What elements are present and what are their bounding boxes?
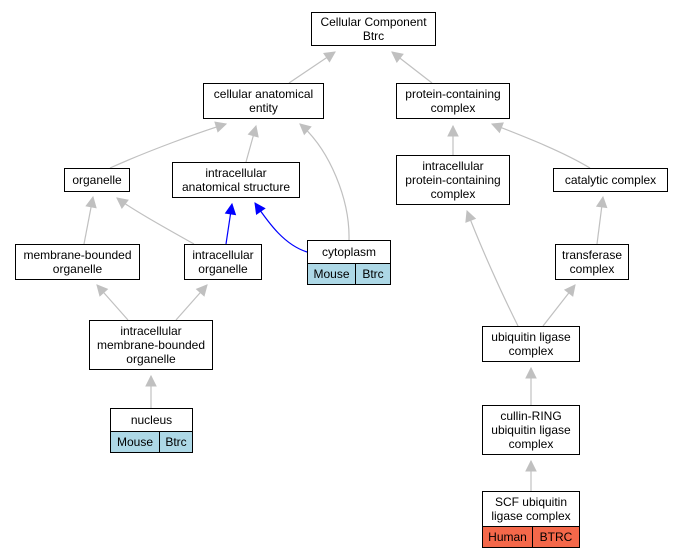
edge-arrowhead [214, 121, 228, 133]
edge-intracellular-membrane-bounded-organelle-to-intracellular-organelle [175, 284, 208, 321]
edge-arrowhead [85, 195, 97, 209]
edge-line [299, 123, 350, 241]
edge-arrowhead [323, 51, 336, 63]
edge-arrowhead [96, 284, 109, 297]
gene-label: BTRC [539, 530, 573, 544]
edge-intracellular-anatomical-structure-to-cellular-anatomical-entity [245, 124, 259, 163]
edge-intracellular-organelle-to-organelle [116, 197, 195, 245]
species-label: Human [488, 530, 527, 544]
node-label: cytoplasm [321, 245, 377, 259]
edge-transferase-complex-to-catalytic-complex [595, 195, 608, 245]
edge-arrowhead [490, 122, 504, 134]
edge-arrowhead [465, 209, 477, 223]
edge-line [466, 210, 519, 327]
node-label: catalytic complex [564, 173, 657, 187]
node-nucleus[interactable]: nucleus [110, 408, 193, 432]
edge-arrowhead [145, 374, 157, 387]
annotation-species-cytoplasm: Mouse [307, 263, 356, 285]
edge-arrowhead [116, 197, 129, 210]
annotation-gene-scf: BTRC [532, 526, 580, 548]
node-label: nucleus [130, 413, 173, 427]
edge-arrowhead [247, 124, 259, 138]
edge-arrowhead [525, 366, 537, 379]
edge-intracellular-membrane-bounded-organelle-to-membrane-bounded-organelle [96, 284, 129, 321]
annotation-species-scf: Human [482, 526, 533, 548]
gene-label: Btrc [362, 267, 384, 281]
edge-ubiquitin-ligase-complex-to-transferase-complex [542, 284, 576, 327]
edge-nucleus-to-intracellular-membrane-bounded-organelle [145, 374, 157, 408]
edge-ubiquitin-ligase-complex-to-intracellular-protein-containing-complex [465, 209, 519, 327]
edge-arrowhead [595, 195, 608, 209]
edge-arrowhead [254, 202, 266, 215]
edge-organelle-to-cellular-anatomical-entity [109, 121, 228, 169]
node-catalytic-complex[interactable]: catalytic complex [553, 168, 668, 192]
edge-intracellular-protein-containing-complex-to-protein-containing-complex [447, 124, 459, 155]
edge-intracellular-organelle-to-intracellular-anatomical-structure [224, 202, 237, 245]
annotation-gene-cytoplasm: Btrc [355, 263, 391, 285]
edge-protein-containing-complex-to-cc-btrc [391, 51, 433, 84]
edge-arrowhead [224, 202, 237, 216]
node-organelle[interactable]: organelle [64, 168, 130, 192]
edge-arrowhead [447, 124, 459, 137]
edge-cytoplasm-to-intracellular-anatomical-structure [254, 202, 308, 253]
edge-scf-ubiquitin-ligase-complex-to-cullin-ring-ubiquitin-ligase-complex [525, 459, 537, 491]
node-label: organelle [72, 173, 122, 187]
species-label: Mouse [116, 435, 154, 449]
edge-catalytic-complex-to-protein-containing-complex [490, 122, 591, 169]
annotation-gene-nucleus: Btrc [159, 431, 193, 453]
edge-line [116, 197, 195, 245]
annotation-species-nucleus: Mouse [110, 431, 160, 453]
edge-cellular-anatomical-entity-to-cc-btrc [288, 51, 336, 84]
edge-arrowhead [299, 123, 312, 136]
edge-arrowhead [391, 51, 404, 64]
edge-arrowhead [195, 284, 208, 297]
gene-label: Btrc [165, 435, 187, 449]
edge-cytoplasm-to-cellular-anatomical-entity [299, 123, 350, 241]
species-label: Mouse [313, 267, 350, 281]
edge-cullin-ring-ubiquitin-ligase-complex-to-ubiquitin-ligase-complex [525, 366, 537, 405]
edge-membrane-bounded-organelle-to-organelle [83, 195, 97, 245]
edge-arrowhead [525, 459, 537, 472]
edge-arrowhead [563, 284, 576, 297]
node-cytoplasm[interactable]: cytoplasm [307, 240, 391, 264]
